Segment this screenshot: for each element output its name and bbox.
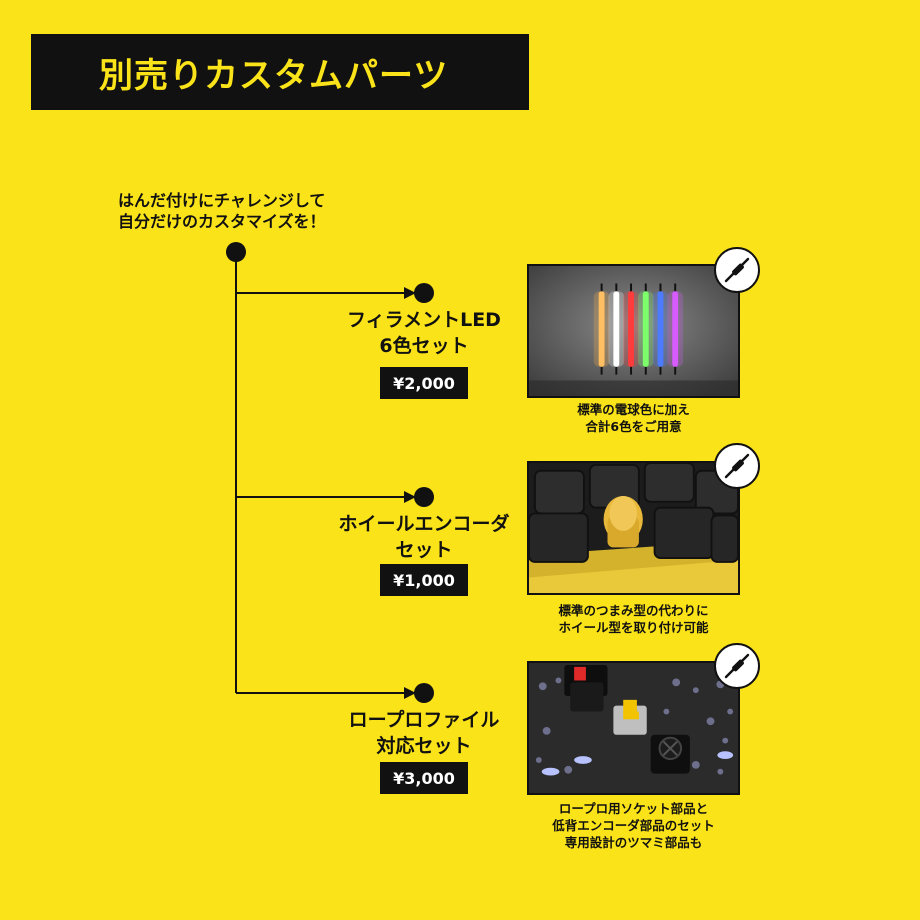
branch-node-dot-1 [414,283,434,303]
caption-line-1: 標準の電球色に加え [577,402,690,417]
price-tag-wheel-encoder: ¥1,000 [380,564,468,596]
item-name-low-profile: ロープロファイル 対応セット [294,707,554,759]
item-name-wheel-encoder: ホイールエンコーダ セット [294,511,554,563]
branch-arrow-2 [404,491,416,503]
caption-low-profile: ロープロ用ソケット部品と 低背エンコーダ部品のセット 専用設計のツマミ部品も [521,800,746,851]
item-name-filament-led: フィラメントLED 6色セット [294,307,554,359]
branch-node-dot-2 [414,487,434,507]
branch-arrow-3 [404,687,416,699]
branch-node-dot-3 [414,683,434,703]
price-tag-low-profile: ¥3,000 [380,762,468,794]
caption-line-1: 標準のつまみ型の代わりに [558,603,709,618]
soldering-iron-icon [714,247,760,293]
caption-line-2: ホイール型を取り付け可能 [558,620,709,635]
item-name-line-2: 6色セット [379,335,469,357]
caption-line-2: 低背エンコーダ部品のセット [552,818,715,833]
title-banner: 別売りカスタムパーツ [31,34,529,110]
intro-text: はんだ付けにチャレンジして 自分だけのカスタマイズを！ [118,190,378,232]
photo-filament-led [527,264,740,398]
intro-line-2: 自分だけのカスタマイズを！ [118,212,326,231]
item-name-line-1: ロープロファイル [348,709,500,731]
caption-line-1: ロープロ用ソケット部品と [558,801,709,816]
soldering-iron-icon [714,443,760,489]
caption-filament-led: 標準の電球色に加え 合計6色をご用意 [521,401,746,435]
item-name-line-2: 対応セット [376,735,472,757]
branch-arrow-1 [404,287,416,299]
caption-line-3: 専用設計のツマミ部品も [564,835,703,850]
item-name-line-2: セット [395,539,453,561]
intro-line-1: はんだ付けにチャレンジして [118,191,326,210]
photo-low-profile [527,661,740,795]
soldering-iron-icon [714,643,760,689]
page-title: 別売りカスタムパーツ [99,55,449,96]
price-tag-filament-led: ¥2,000 [380,367,468,399]
photo-wheel-encoder [527,461,740,595]
item-name-line-1: ホイールエンコーダ [338,513,510,535]
caption-line-2: 合計6色をご用意 [585,419,682,434]
item-name-line-1: フィラメントLED [347,309,501,331]
caption-wheel-encoder: 標準のつまみ型の代わりに ホイール型を取り付け可能 [521,602,746,636]
